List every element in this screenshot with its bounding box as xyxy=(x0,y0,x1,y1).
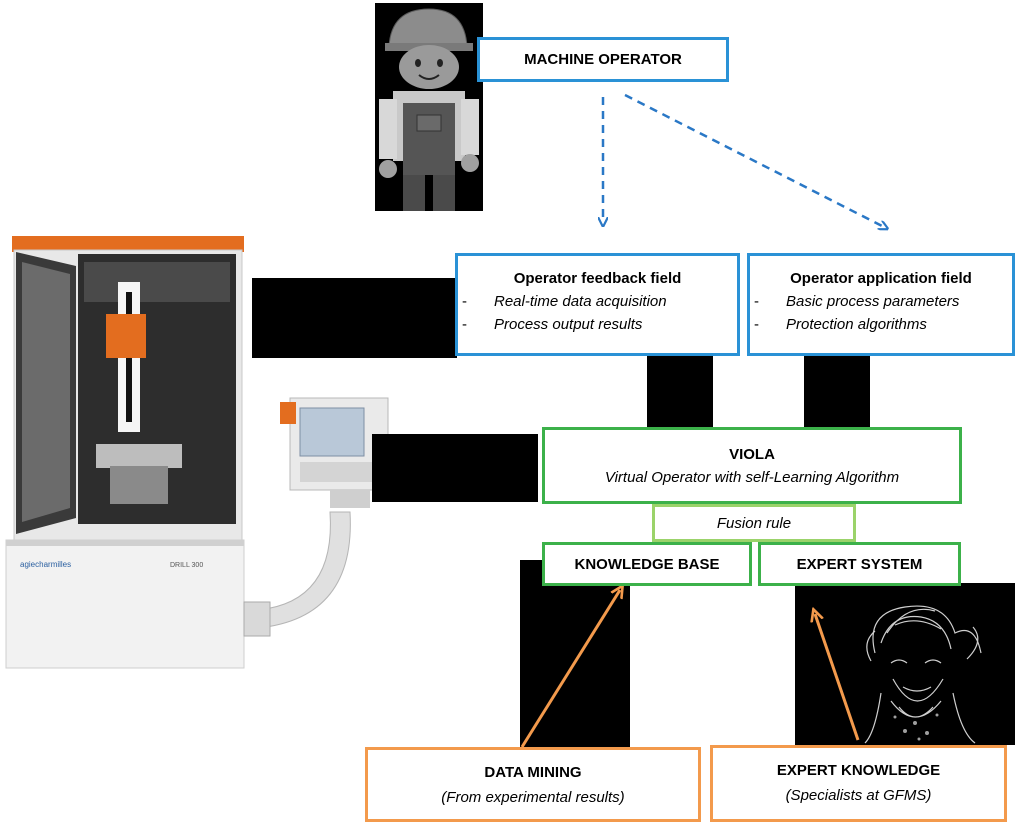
operator-feedback-box: Operator feedback field -Real-time data … xyxy=(455,253,740,356)
list-item: -Real-time data acquisition xyxy=(462,293,667,310)
expert-knowledge-title: EXPERT KNOWLEDGE xyxy=(776,762,941,779)
data-mining-subtitle: (From experimental results) xyxy=(441,789,625,806)
fusion-rule-box: Fusion rule xyxy=(652,504,856,542)
expert-system-box: EXPERT SYSTEM xyxy=(758,542,961,586)
machine-brand-text: agiecharmilles xyxy=(20,560,71,569)
redaction-block xyxy=(252,278,457,358)
list-item: -Process output results xyxy=(462,316,643,333)
expert-knowledge-subtitle: (Specialists at GFMS) xyxy=(785,787,932,804)
redaction-block xyxy=(372,434,538,502)
machine-operator-box: MACHINE OPERATOR xyxy=(477,37,729,82)
operator-application-box: Operator application field -Basic proces… xyxy=(747,253,1015,356)
redaction-block xyxy=(520,560,630,748)
operator-feedback-title: Operator feedback field xyxy=(513,270,682,287)
expert-system-label: EXPERT SYSTEM xyxy=(796,555,923,573)
operator-application-title: Operator application field xyxy=(790,270,972,287)
arrow-operator-to-application xyxy=(624,93,884,227)
data-mining-title: DATA MINING xyxy=(484,764,582,781)
knowledge-base-box: KNOWLEDGE BASE xyxy=(542,542,752,586)
worker-figure-image xyxy=(375,3,483,211)
data-mining-box: DATA MINING (From experimental results) xyxy=(365,747,701,822)
expert-knowledge-box: EXPERT KNOWLEDGE (Specialists at GFMS) xyxy=(710,745,1007,822)
scientist-portrait-image xyxy=(795,583,1015,745)
viola-box: VIOLA Virtual Operator with self-Learnin… xyxy=(542,427,962,504)
list-item: -Protection algorithms xyxy=(754,316,927,333)
knowledge-base-label: KNOWLEDGE BASE xyxy=(574,555,720,573)
edm-drilling-machine-image: agiecharmilles DRILL 300 xyxy=(0,222,395,684)
list-item: -Basic process parameters xyxy=(754,293,960,310)
viola-title: VIOLA xyxy=(729,446,775,463)
machine-operator-label: MACHINE OPERATOR xyxy=(524,51,682,68)
machine-model-text: DRILL 300 xyxy=(170,562,203,569)
viola-subtitle: Virtual Operator with self-Learning Algo… xyxy=(604,469,900,486)
fusion-rule-label: Fusion rule xyxy=(716,514,792,532)
